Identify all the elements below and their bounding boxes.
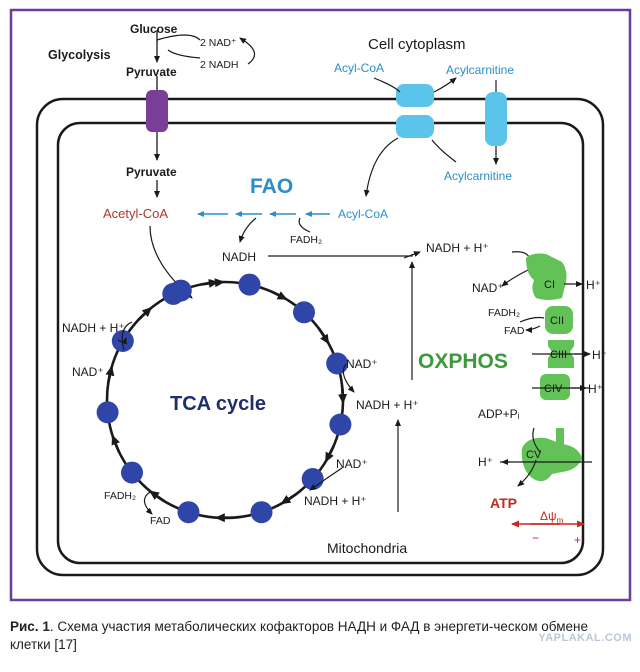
h-cv-label: H⁺: [478, 455, 493, 469]
tca-intermediate-node-12: [162, 282, 185, 305]
pyruvate-inner-label: Pyruvate: [126, 165, 177, 179]
minus-sign: −: [532, 531, 539, 545]
complex-iii-label: CIII: [550, 349, 567, 361]
nadh-fao-label: NADH: [222, 250, 256, 264]
fad-cii-label: FAD: [504, 325, 525, 337]
caption-label: Рис. 1: [10, 619, 50, 634]
tca-intermediate-node-7: [250, 501, 273, 524]
pyruvate-channel: [146, 90, 168, 132]
complex-iv: [540, 374, 570, 400]
nadh-h-right1-label: NADH + H⁺: [356, 398, 419, 412]
tca-direction-arrow-9: [111, 434, 121, 453]
outer-membrane: [35, 97, 605, 577]
cpt-transporter-bottom: [396, 115, 434, 138]
tca-direction-arrow-5: [324, 445, 335, 463]
acyl-coa-inner-label: Acyl-CoA: [338, 207, 388, 221]
nad-left-label: NAD⁺: [72, 365, 104, 379]
mitochondria-label: Mitochondria: [327, 540, 407, 556]
nad-plus-label: 2 NAD⁺: [200, 37, 237, 49]
caption-text: . Схема участия метаболических кофакторо…: [10, 619, 588, 652]
outer-frame: [9, 8, 632, 602]
tca-intermediate-node-3: [293, 301, 315, 324]
tca-intermediate-node-9: [121, 461, 143, 484]
tca-direction-arrow-10: [105, 365, 115, 384]
nadh-h-top-label: NADH + H⁺: [426, 241, 489, 255]
tca-direction-arrow-2: [270, 290, 288, 301]
complex-i: [526, 253, 567, 300]
cpt-transporter-top: [396, 84, 434, 107]
figure-caption: Рис. 1. Схема участия метаболических коф…: [10, 618, 630, 654]
tca-intermediate-node-10: [96, 401, 119, 424]
inner-membrane: [56, 121, 585, 565]
tca-direction-arrow-12: [200, 278, 219, 288]
complex-iv-label: CIV: [544, 383, 563, 395]
fadh2-fao-label: FADH₂: [290, 234, 322, 246]
nadh-2-label: 2 NADH: [200, 59, 239, 71]
nad-right2-label: NAD⁺: [336, 457, 368, 471]
fad-tca-label: FAD: [150, 515, 171, 527]
fao-label: FAO: [250, 175, 293, 198]
h-civ-label: H⁺: [588, 382, 603, 396]
h-ci-label: H⁺: [586, 278, 601, 292]
tca-direction-arrow-6: [280, 493, 297, 505]
tca-direction-arrow-4: [338, 385, 348, 405]
complex-ii: [545, 306, 573, 334]
nad-right1-label: NAD⁺: [346, 357, 378, 371]
acylcarnitine-right-label: Acylcarnitine: [444, 169, 512, 183]
complex-ii-label: CII: [550, 315, 564, 327]
tca-direction-arrow-3: [318, 328, 330, 345]
h-ciii-label: H⁺: [592, 348, 607, 362]
tca-intermediate-node-6: [301, 468, 324, 490]
adp-pi-label: ADP+Pᵢ: [478, 407, 520, 421]
tca-direction-arrow-11: [137, 306, 153, 321]
fadh2-cii-label: FADH₂: [488, 307, 520, 319]
nadh-h-left-label: NADH + H⁺: [62, 321, 125, 335]
tca-cycle-label: TCA cycle: [170, 393, 266, 415]
tca-intermediate-node-2: [238, 273, 261, 296]
watermark: YAPLAKAL.COM: [538, 632, 632, 644]
acetyl-coa-label: Acetyl-CoA: [103, 206, 168, 221]
delta-psi-label: Δψm: [540, 509, 564, 525]
atp-label: ATP: [490, 495, 517, 511]
tca-intermediate-node-5: [329, 413, 352, 436]
plus-sign: +: [574, 533, 581, 547]
pyruvate-top-label: Pyruvate: [126, 65, 177, 79]
tca-direction-arrow-8: [149, 490, 165, 503]
oxphos-label: OXPHOS: [418, 350, 508, 373]
tca-intermediate-node-8: [177, 501, 200, 524]
glucose-label: Glucose: [130, 22, 178, 36]
tca-intermediate-node-4: [326, 352, 349, 375]
nad-ci-label: NAD⁺: [472, 281, 504, 295]
cell-cytoplasm-label: Cell cytoplasm: [368, 36, 466, 53]
metabolism-diagram: Glucose Glycolysis Pyruvate 2 NAD⁺ 2 NAD…: [9, 8, 632, 602]
complex-i-label: CI: [544, 279, 555, 291]
glycolysis-label: Glycolysis: [48, 48, 111, 62]
acylcarnitine-top-label: Acylcarnitine: [446, 63, 514, 77]
carnitine-transporter: [485, 92, 507, 146]
fadh2-tca-label: FADH₂: [104, 490, 136, 502]
nadh-h-right2-label: NADH + H⁺: [304, 494, 367, 508]
complex-v-label: CV: [526, 449, 542, 461]
acyl-coa-top-label: Acyl-CoA: [334, 61, 384, 75]
